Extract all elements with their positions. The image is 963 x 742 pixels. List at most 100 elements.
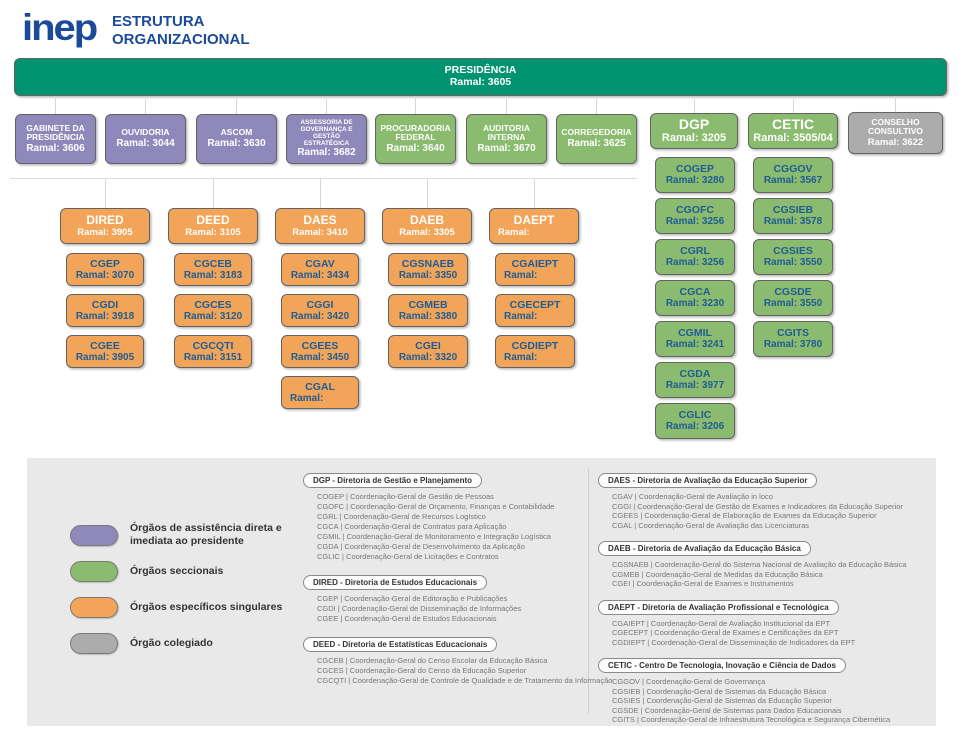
legend-glossary-panel — [27, 458, 936, 726]
org-name: CGEES — [301, 339, 339, 352]
org-box-cggov: CGGOV Ramal: 3567 — [753, 157, 833, 193]
org-ramal: Ramal: 3241 — [665, 339, 725, 350]
glossary-item: CGSIEB | Coordenação-Geral de Sistemas d… — [612, 686, 827, 696]
org-name: GABINETE DA PRESIDÊNCIA — [26, 122, 85, 142]
glossary-section-dired: DIRED - Diretoria de Estudos Educacionai… — [303, 572, 588, 624]
org-box-cogep: COGEP Ramal: 3280 — [655, 157, 735, 193]
org-name: CGSNAEB — [401, 257, 455, 270]
org-name: CGGOV — [773, 163, 813, 175]
glossary-item: COGEP | Coordenação-Geral de Gestão de P… — [317, 492, 494, 501]
connector-line — [427, 178, 428, 208]
org-box-conselho-consultivo: CONSELHO CONSULTIVO Ramal: 3622 — [848, 112, 943, 154]
org-box-cgofc: CGOFC Ramal: 3256 — [655, 198, 735, 234]
org-ramal: Ramal: 3682 — [297, 147, 356, 159]
org-ramal: Ramal: 3230 — [665, 298, 725, 309]
org-name: CGSIEB — [772, 204, 814, 216]
legend-label: Órgão colegiado — [130, 637, 213, 649]
glossary-item: CGCEB | Coordenação-Geral do Censo Escol… — [317, 656, 548, 665]
org-name: CGDI — [91, 298, 119, 311]
org-name: ASCOM — [220, 127, 253, 138]
glossary-title: CETIC - Centro De Tecnologia, Inovação e… — [598, 658, 846, 673]
org-name: CGGI — [306, 298, 334, 311]
org-box-cgceb: CGCEB Ramal: 3183 — [174, 253, 252, 286]
glossary-item: CGCQTI | Coordenação-Geral de Controle d… — [317, 676, 613, 685]
connector-line — [596, 96, 597, 114]
org-box-cetic: CETIC Ramal: 3505/04 — [748, 113, 838, 149]
org-box-dgp: DGP Ramal: 3205 — [650, 113, 738, 149]
org-ramal: Ramal: 3205 — [661, 132, 727, 144]
connector-line — [793, 96, 794, 114]
glossary-column-right: DAES - Diretoria de Avaliação da Educaçã… — [598, 470, 930, 733]
org-name: CGDA — [679, 368, 711, 380]
glossary-item: CGSNAEB | Coordenação-Geral do Sistema N… — [612, 560, 907, 569]
org-ramal: Ramal: 3550 — [763, 257, 823, 268]
connector-line — [694, 96, 695, 114]
legend-label: Órgãos específicos singulares — [130, 601, 283, 613]
org-box-assessoria-governanca: ASSESSORIA DE GOVERNANÇA E GESTÃO ESTRAT… — [286, 114, 367, 164]
glossary-item: CGECEPT | Coordenação-Geral de Exames e … — [612, 628, 839, 637]
org-name: CGAV — [305, 257, 335, 270]
org-box-cgee: CGEE Ramal: 3905 — [66, 335, 144, 368]
org-box-cgrl: CGRL Ramal: 3256 — [655, 239, 735, 275]
connector-line — [415, 96, 416, 114]
org-ramal: Ramal: 3630 — [207, 137, 266, 149]
glossary-item: CGSIES | Coordenação-Geral de Sistemas d… — [612, 696, 832, 705]
connector-line — [105, 178, 106, 208]
org-box-cgsde: CGSDE Ramal: 3550 — [753, 280, 833, 316]
org-box-daept: DAEPT Ramal: — [489, 208, 579, 244]
org-name: CGSIES — [773, 245, 813, 257]
org-name: CGEI — [415, 339, 441, 352]
legend-swatch-orange — [70, 597, 118, 618]
org-name: CGCEB — [194, 257, 232, 270]
glossary-title: DGP - Diretoria de Gestão e Planejamento — [303, 473, 483, 488]
glossary-section-daeb: DAEB - Diretoria de Avaliação da Educaçã… — [598, 538, 930, 589]
org-box-cgmeb: CGMEB Ramal: 3380 — [388, 294, 468, 327]
glossary-item: CGOFC | Coordenação-Geral de Orçamento, … — [317, 502, 555, 511]
org-name: DIRED — [86, 213, 124, 227]
org-box-cgdiept: CGDIEPT Ramal: — [495, 335, 575, 368]
glossary-title: DEED - Diretoria de Estatísticas Educaci… — [303, 637, 498, 652]
org-ramal: Ramal: 3305 — [399, 227, 455, 238]
org-ramal: Ramal: 3622 — [867, 136, 924, 148]
connector-line — [213, 178, 214, 208]
org-box-cgal: CGAL Ramal: — [281, 376, 359, 409]
org-box-daeb: DAEB Ramal: 3305 — [382, 208, 472, 244]
org-ramal: Ramal: 3256 — [665, 216, 725, 227]
org-ramal: Ramal: 3640 — [386, 142, 445, 154]
org-name: CGMIL — [678, 327, 712, 339]
org-box-cggi: CGGI Ramal: 3420 — [281, 294, 359, 327]
glossary-title: DAEB - Diretoria de Avaliação da Educaçã… — [598, 541, 811, 556]
org-ramal: Ramal: 3450 — [290, 351, 350, 363]
org-name: CETIC — [772, 116, 814, 132]
org-box-cgca: CGCA Ramal: 3230 — [655, 280, 735, 316]
org-box-cgav: CGAV Ramal: 3434 — [281, 253, 359, 286]
org-name: DGP — [678, 116, 710, 132]
org-name: CGDIEPT — [511, 339, 559, 352]
org-ramal: Ramal: 3625 — [567, 137, 626, 149]
org-box-cgdi: CGDI Ramal: 3918 — [66, 294, 144, 327]
org-ramal: Ramal: 3905 — [77, 227, 133, 238]
legend-swatch-gray — [70, 633, 118, 654]
org-ramal: Ramal: 3320 — [398, 351, 458, 363]
org-ramal: Ramal: 3350 — [398, 269, 458, 281]
glossary-section-dgp: DGP - Diretoria de Gestão e Planejamento… — [303, 470, 588, 562]
glossary-item: CGEE | Coordenação-Geral de Estudos Educ… — [317, 614, 497, 623]
org-name: OUVIDORIA — [121, 127, 170, 138]
org-ramal: Ramal: — [504, 310, 538, 322]
glossary-section-deed: DEED - Diretoria de Estatísticas Educaci… — [303, 634, 613, 686]
org-ramal: Ramal: 3280 — [665, 175, 725, 186]
org-name: CGAL — [305, 380, 335, 393]
glossary-item: CGDA | Coordenação-Geral de Desenvolvime… — [317, 542, 525, 551]
page-title: ESTRUTURA ORGANIZACIONAL — [112, 13, 250, 48]
org-ramal: Ramal: 3206 — [665, 421, 725, 432]
inep-logo: inep — [22, 7, 98, 49]
org-box-cgmil: CGMIL Ramal: 3241 — [655, 321, 735, 357]
org-ramal: Ramal: 3780 — [763, 339, 823, 350]
glossary-item: CGLIC | Coordenação-Geral de Licitações … — [317, 552, 499, 561]
glossary-title: DAES - Diretoria de Avaliação da Educaçã… — [598, 473, 818, 488]
org-box-cgsnaeb: CGSNAEB Ramal: 3350 — [388, 253, 468, 286]
glossary-item: CGEP | Coordenação-Geral de Editoração e… — [317, 594, 508, 603]
connector-line — [55, 96, 56, 114]
glossary-item: CGDI | Coordenação-Geral de Disseminação… — [317, 604, 522, 613]
org-name: DEED — [196, 213, 230, 227]
